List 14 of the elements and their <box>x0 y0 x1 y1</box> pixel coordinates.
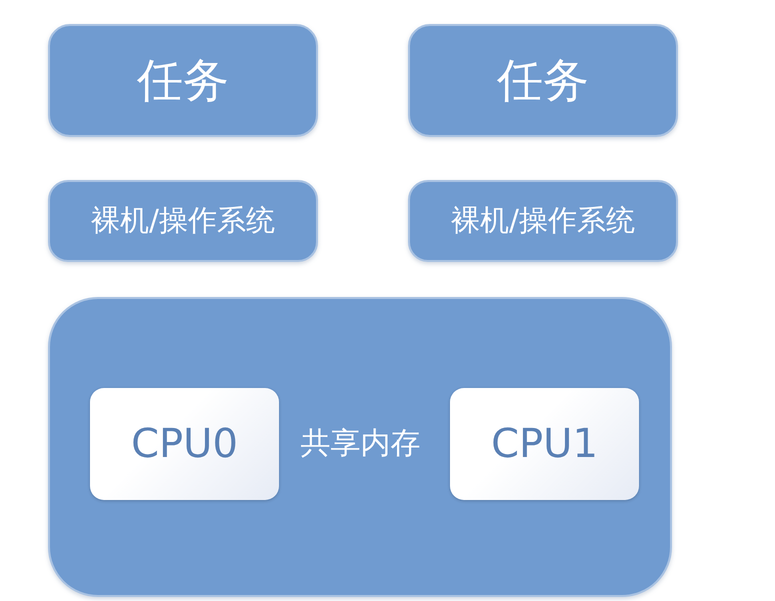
panel-label: 共享内存 <box>300 425 422 463</box>
cpu-label: CPU1 <box>491 421 598 467</box>
cpu-label: CPU0 <box>131 421 238 467</box>
os-box <box>408 180 678 262</box>
os-label: 裸机/操作系统 <box>91 202 275 239</box>
task-label: 任务 <box>137 52 229 108</box>
cpu-box <box>90 388 279 500</box>
task-box <box>48 24 318 137</box>
os-box <box>48 180 318 262</box>
os-label: 裸机/操作系统 <box>451 202 635 239</box>
hardware-panel <box>48 297 672 597</box>
task-label: 任务 <box>497 52 589 108</box>
cpu-box <box>450 388 639 500</box>
task-box <box>408 24 678 137</box>
